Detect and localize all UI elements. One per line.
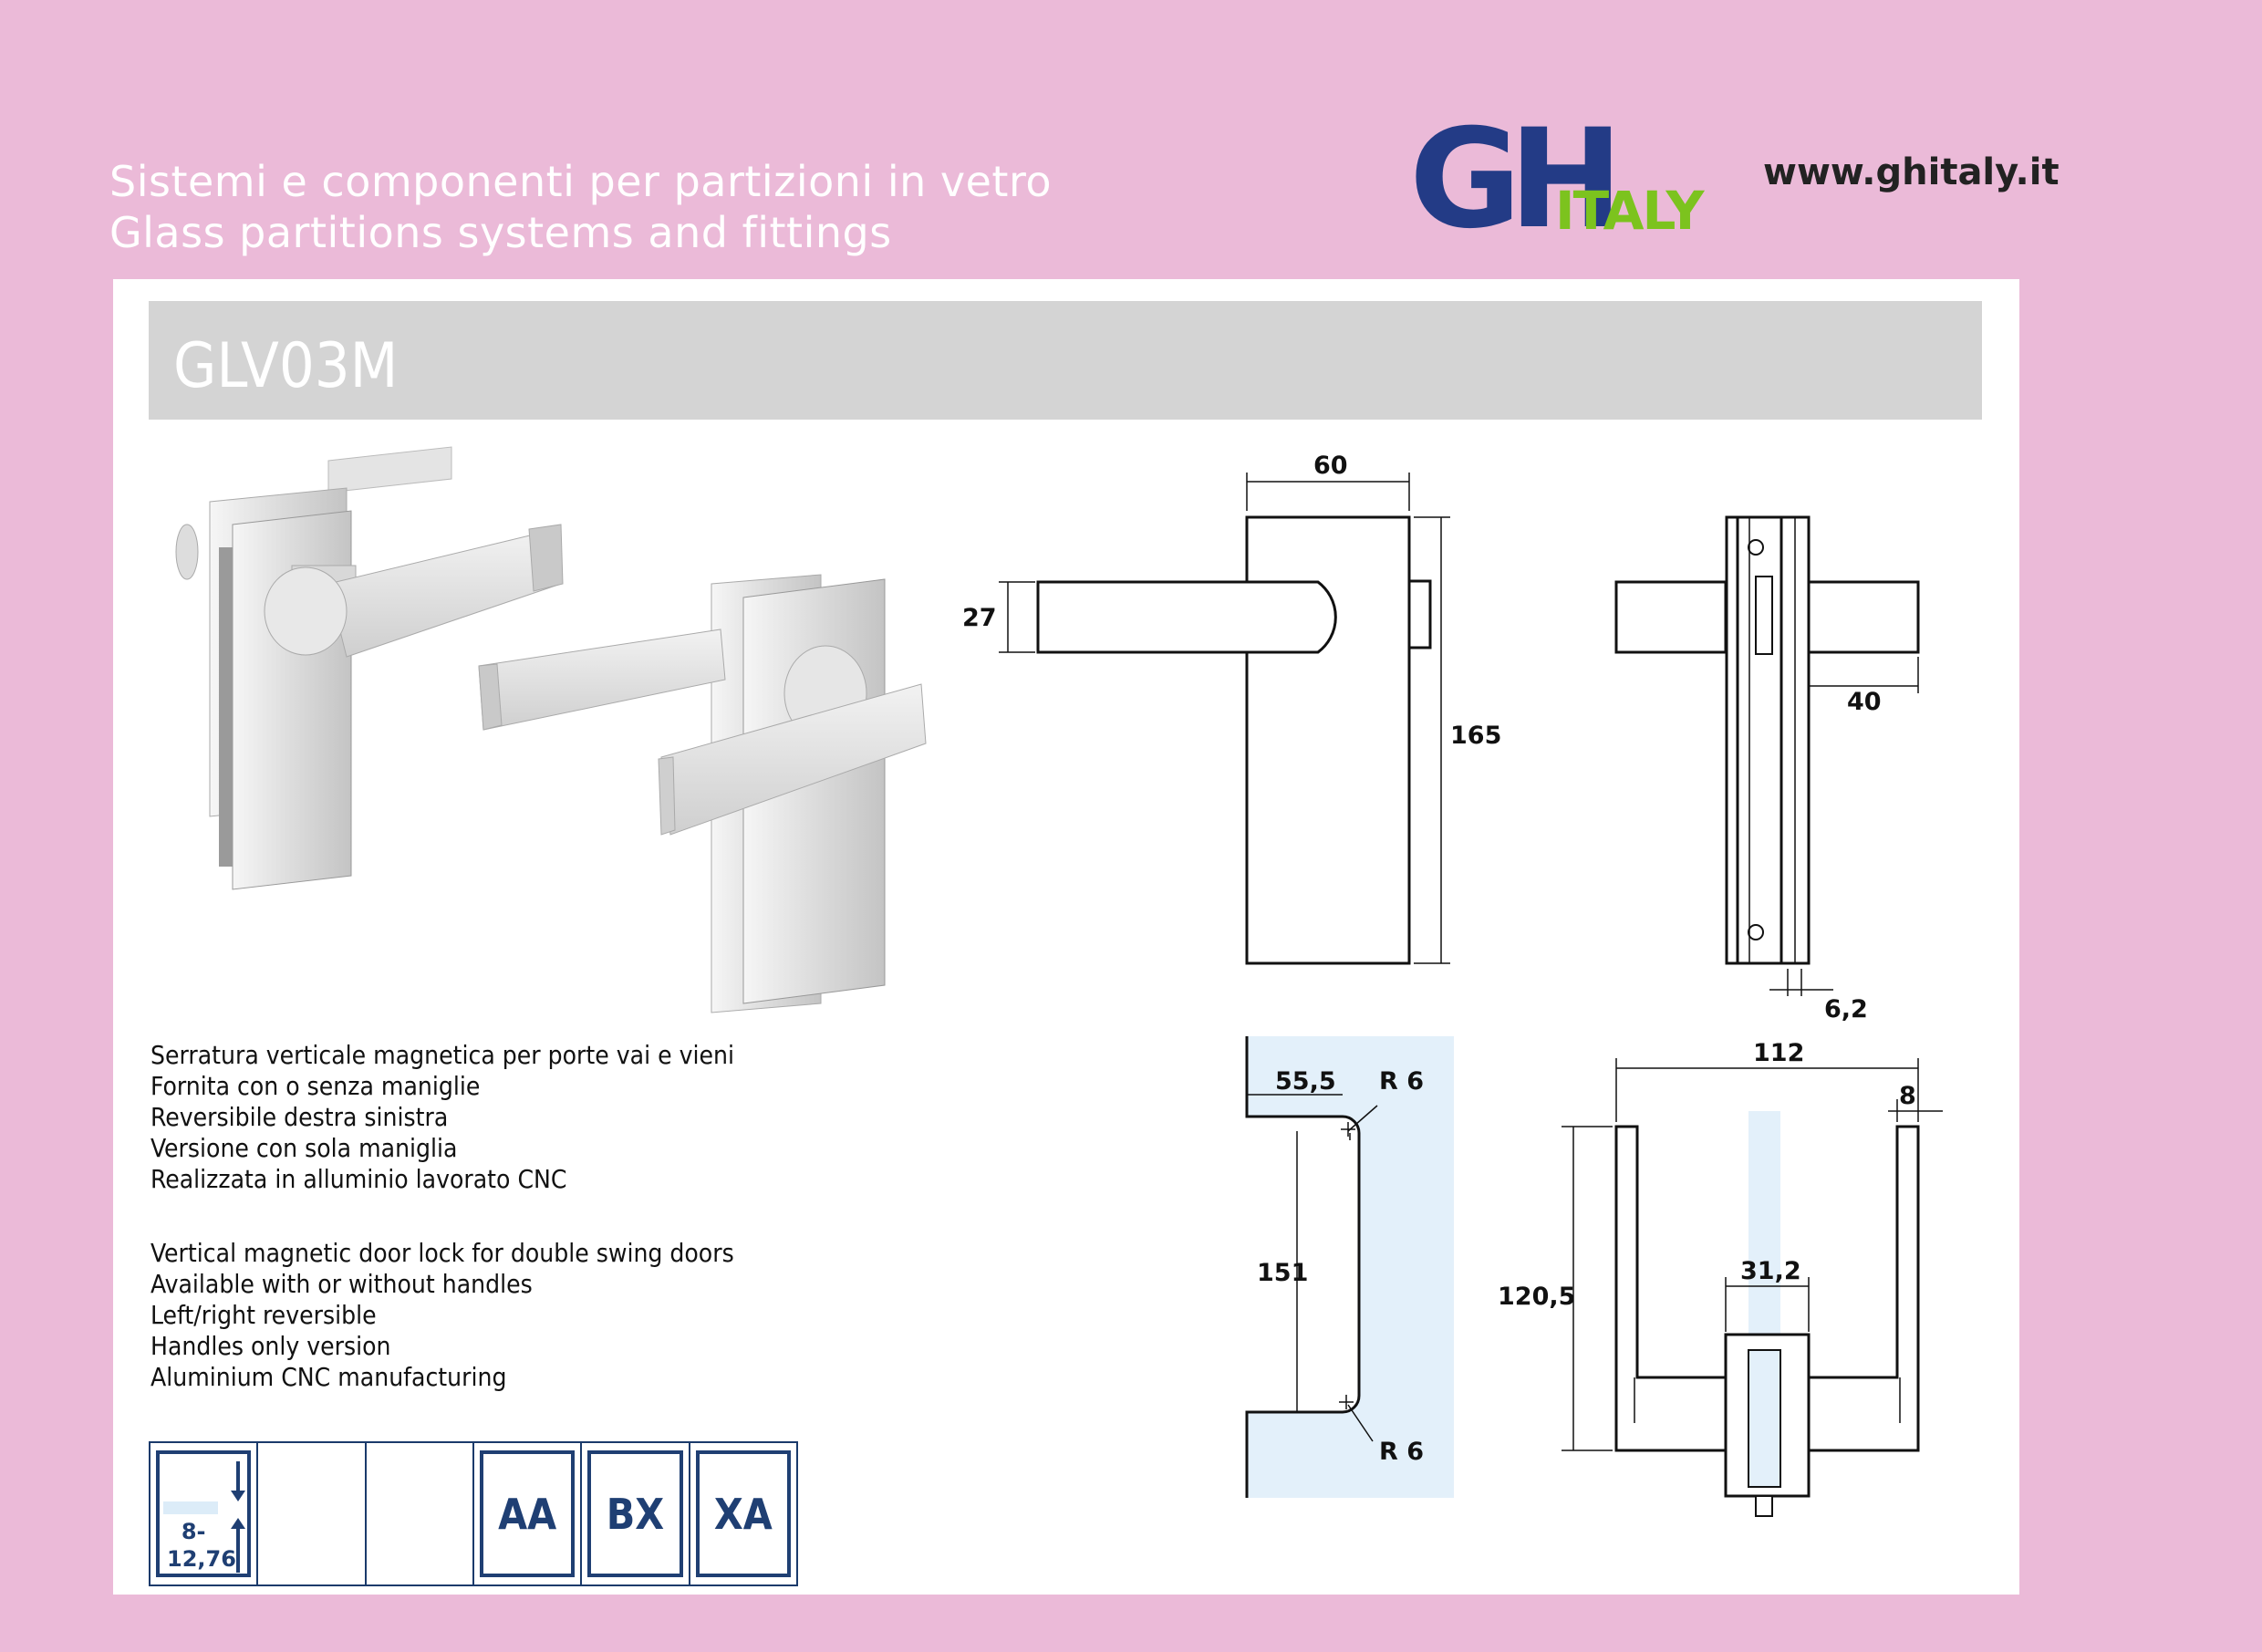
dim-overall-height: 120,5 xyxy=(1498,1283,1575,1311)
glass-thickness-badge: 8- 12,76 xyxy=(150,1443,259,1584)
dim-overall-width: 112 xyxy=(1753,1039,1804,1067)
glass-cutout-view xyxy=(1245,1036,1454,1498)
front-view xyxy=(999,473,1450,965)
finish-badge: BX xyxy=(582,1443,690,1584)
empty-badge-cell xyxy=(367,1443,474,1584)
handle-left-3d xyxy=(175,446,564,890)
dim-radius-bottom: R 6 xyxy=(1379,1438,1424,1466)
desc-it-line: Serratura verticale magnetica per porte … xyxy=(150,1040,734,1070)
spec-badges: 8- 12,76 AA BX XA xyxy=(149,1441,798,1586)
finish-code: BX xyxy=(587,1450,683,1577)
glass-thickness-value: 8- 12,76 xyxy=(167,1519,236,1572)
description-english: Vertical magnetic door lock for double s… xyxy=(150,1238,734,1393)
product-sheet xyxy=(113,279,2019,1595)
dim-gap: 6,2 xyxy=(1824,995,1868,1023)
handle-right-3d xyxy=(478,574,927,1013)
website-link[interactable]: www.ghitaly.it xyxy=(1763,151,2060,193)
tagline-english: Glass partitions systems and fittings xyxy=(109,208,892,257)
dim-cutout-depth: 55,5 xyxy=(1275,1067,1336,1096)
logo-main-text: GH xyxy=(1409,109,1611,237)
thickness-arrows-icon xyxy=(163,1461,245,1573)
product-code: GLV03M xyxy=(173,330,399,402)
dim-lever-length: 40 xyxy=(1847,688,1882,716)
desc-en-line: Aluminium CNC manufacturing xyxy=(150,1362,507,1392)
desc-en-line: Available with or without handles xyxy=(150,1269,533,1299)
desc-en-line: Left/right reversible xyxy=(150,1300,377,1330)
side-view xyxy=(1614,515,1920,996)
dim-width: 60 xyxy=(1313,452,1348,480)
dim-center-width: 31,2 xyxy=(1740,1257,1801,1285)
desc-en-line: Handles only version xyxy=(150,1331,391,1361)
desc-it-line: Versione con sola maniglia xyxy=(150,1133,458,1163)
dim-end-width: 8 xyxy=(1899,1082,1916,1110)
desc-it-line: Reversibile destra sinistra xyxy=(150,1102,449,1132)
finish-badge: AA xyxy=(474,1443,583,1584)
glass-thickness-frame: 8- 12,76 xyxy=(156,1450,252,1577)
desc-en-line: Vertical magnetic door lock for double s… xyxy=(150,1238,734,1268)
description-italian: Serratura verticale magnetica per porte … xyxy=(150,1040,734,1195)
dim-lever-height: 27 xyxy=(962,604,997,632)
finish-code: AA xyxy=(479,1450,576,1577)
desc-it-line: Realizzata in alluminio lavorato CNC xyxy=(150,1164,567,1194)
dim-height: 165 xyxy=(1450,722,1501,750)
gh-italy-logo: GH ITALY xyxy=(1409,109,1707,237)
dim-cutout-height: 151 xyxy=(1257,1259,1308,1287)
finish-badge: XA xyxy=(690,1443,796,1584)
desc-it-line: Fornita con o senza maniglie xyxy=(150,1071,481,1101)
tagline-italian: Sistemi e componenti per partizioni in v… xyxy=(109,157,1052,206)
title-bar xyxy=(149,301,1982,420)
logo-sub-text: ITALY xyxy=(1555,180,1705,237)
dim-radius-top: R 6 xyxy=(1379,1067,1424,1096)
finish-code: XA xyxy=(695,1450,791,1577)
empty-badge-cell xyxy=(258,1443,367,1584)
top-view xyxy=(1562,1058,1943,1517)
